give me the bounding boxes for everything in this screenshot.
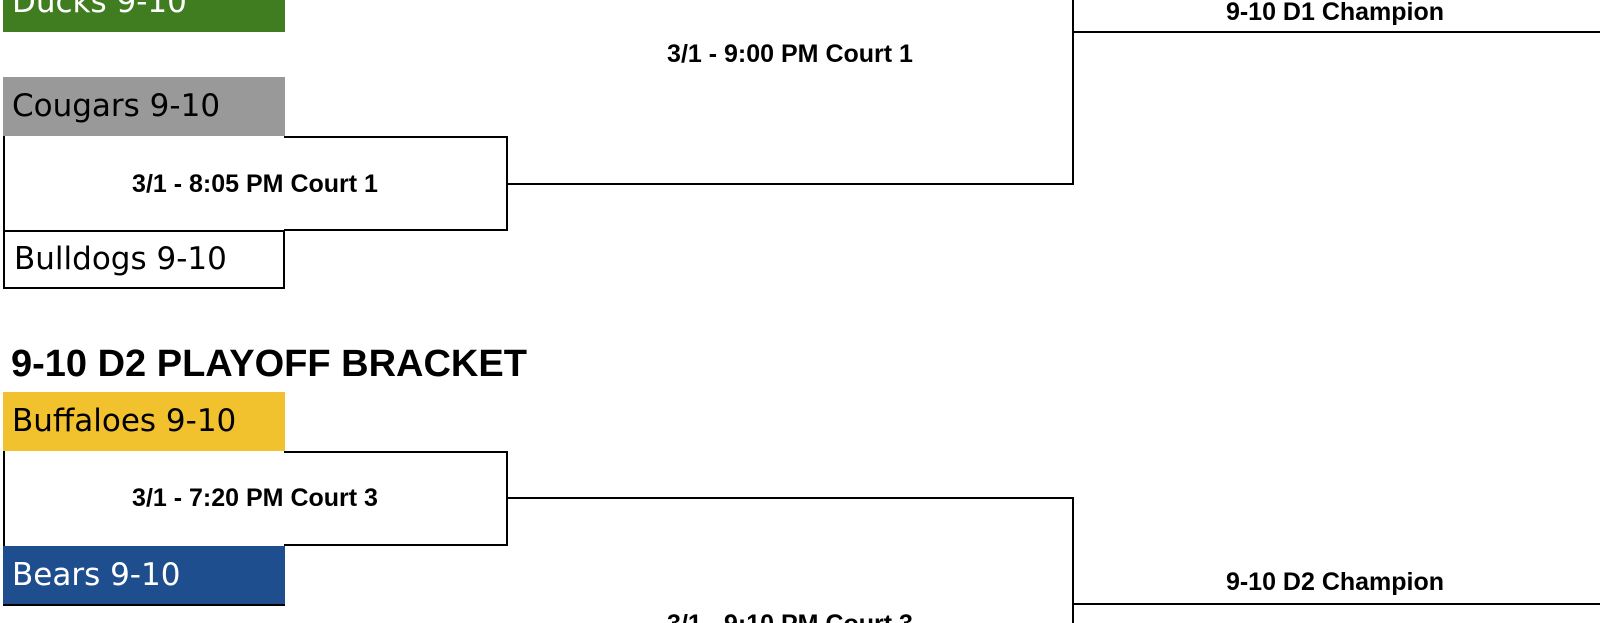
d2-bracket-title: 9-10 D2 PLAYOFF BRACKET <box>11 343 527 385</box>
d1-semifinal-game-label: 3/1 - 8:05 PM Court 1 <box>132 170 378 198</box>
d2-semi-bottom-line <box>284 544 508 546</box>
d1-semi-left-line <box>3 136 5 231</box>
d2-bears-underline <box>3 604 285 606</box>
d2-final-game-label: 3/1 - 9:10 PM Court 3 <box>595 610 985 623</box>
d1-semi-top-line <box>284 136 507 138</box>
d1-semi-exit-line <box>506 183 1074 185</box>
d2-semifinal-game-label: 3/1 - 7:20 PM Court 3 <box>132 484 378 512</box>
team-bears: Bears 9-10 <box>3 546 285 605</box>
team-cougars: Cougars 9-10 <box>3 77 285 136</box>
d2-semi-left-line <box>3 451 5 546</box>
d1-final-vertical-line <box>1072 0 1074 185</box>
d1-final-game-label: 3/1 - 9:00 PM Court 1 <box>667 40 913 68</box>
team-bulldogs: Bulldogs 9-10 <box>3 230 285 289</box>
d2-champion-line <box>1072 603 1600 605</box>
team-ducks: Ducks 9-10 <box>3 0 285 32</box>
d2-champion-label: 9-10 D2 Champion <box>1225 568 1445 596</box>
d2-semi-exit-line <box>506 497 1074 499</box>
d1-semi-bottom-line <box>284 229 508 231</box>
team-buffaloes: Buffaloes 9-10 <box>3 392 285 451</box>
d2-final-vertical-line <box>1072 497 1074 623</box>
d2-semi-top-line <box>284 451 507 453</box>
d1-champion-label: 9-10 D1 Champion <box>1225 0 1445 26</box>
d1-champion-line <box>1072 31 1600 33</box>
